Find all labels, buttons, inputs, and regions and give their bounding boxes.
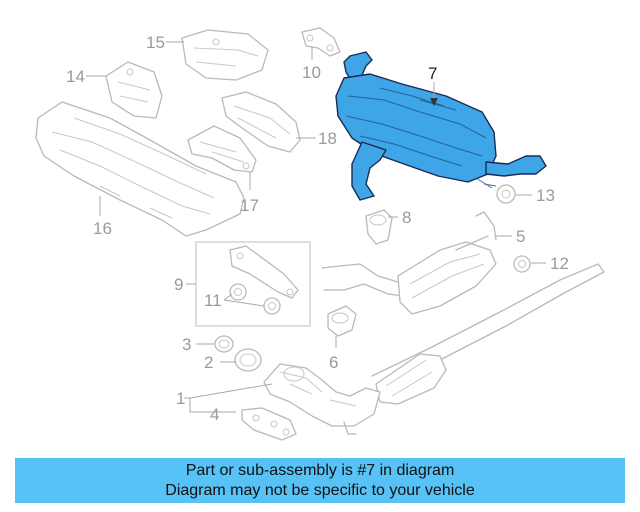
- part-11-hangers[interactable]: [229, 283, 281, 315]
- callout-5: 5: [516, 227, 525, 246]
- callout-12: 12: [550, 254, 569, 273]
- callout-9: 9: [174, 275, 183, 294]
- part-13-hanger[interactable]: [496, 184, 516, 204]
- callout-15: 15: [146, 33, 165, 52]
- callout-14: 14: [66, 67, 85, 86]
- part-intermediate-pipe[interactable]: [371, 263, 605, 405]
- callout-2: 2: [204, 353, 213, 372]
- callout-18: 18: [318, 129, 337, 148]
- part-4-gasket[interactable]: [241, 407, 297, 441]
- part-18-heat-shield[interactable]: [221, 91, 301, 153]
- part-3-gasket[interactable]: [214, 335, 234, 353]
- callout-8: 8: [402, 208, 411, 227]
- part-1-catalytic-converter[interactable]: [263, 363, 381, 435]
- part-8-clamp[interactable]: [365, 209, 393, 245]
- banner-line-2: Diagram may not be specific to your vehi…: [165, 482, 475, 499]
- callout-10: 10: [302, 63, 321, 82]
- exhaust-parts-diagram: 16 14 15 10 18 17: [35, 27, 605, 441]
- part-2-clamp[interactable]: [234, 348, 262, 372]
- part-16-heat-shield[interactable]: [35, 101, 245, 237]
- part-10-bracket[interactable]: [301, 27, 341, 57]
- part-6-clamp[interactable]: [327, 305, 357, 337]
- callout-1: 1: [176, 389, 185, 408]
- callout-3: 3: [182, 335, 191, 354]
- callout-13: 13: [536, 186, 555, 205]
- info-banner: Part or sub-assembly is #7 in diagram Di…: [15, 458, 625, 503]
- callout-7: 7: [428, 64, 437, 83]
- part-7-rear-muffler[interactable]: [335, 51, 547, 201]
- part-17-bracket[interactable]: [187, 125, 257, 173]
- callout-11: 11: [204, 291, 222, 310]
- part-9-bracket[interactable]: [229, 245, 299, 299]
- part-5-center-muffler[interactable]: [321, 211, 497, 315]
- part-15-heat-shield[interactable]: [181, 29, 269, 81]
- banner-line-1: Part or sub-assembly is #7 in diagram: [185, 462, 455, 479]
- callout-4: 4: [210, 405, 219, 424]
- callout-17: 17: [240, 196, 259, 215]
- callout-16: 16: [93, 219, 112, 238]
- part-14-heat-shield[interactable]: [105, 61, 163, 119]
- part-12-hanger[interactable]: [513, 255, 531, 273]
- callout-6: 6: [329, 353, 338, 372]
